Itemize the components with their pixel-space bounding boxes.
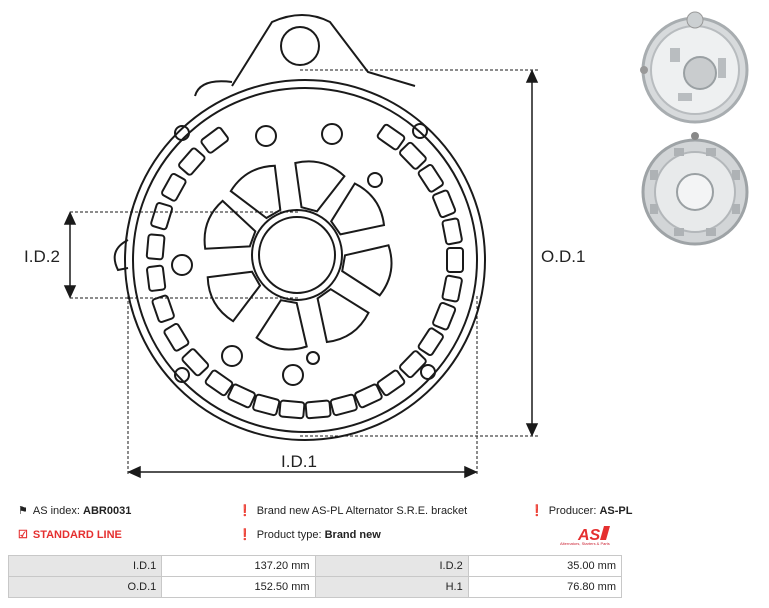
vent-slot <box>145 233 166 261</box>
vent-slot <box>417 164 444 193</box>
producer-label: Producer: <box>548 505 597 517</box>
product-photo-back[interactable] <box>630 130 760 250</box>
product-type-label: Product type: <box>256 529 322 541</box>
vent-slot <box>354 383 383 409</box>
vent-slot <box>441 217 463 246</box>
bracket-outer-rim <box>124 79 486 441</box>
info-icon: ❗ <box>530 505 544 517</box>
spec-key: H.1 <box>314 576 469 598</box>
as-index: ⚑ AS index: ABR0031 <box>18 504 131 518</box>
radial-fin <box>330 182 386 236</box>
bracket-center-bore <box>251 209 343 301</box>
svg-text:AS: AS <box>577 527 601 544</box>
vent-slot <box>150 202 174 231</box>
spec-value: 137.20 mm <box>161 555 316 577</box>
vent-slot <box>200 126 229 154</box>
vent-slot <box>304 399 332 420</box>
spec-key: I.D.2 <box>314 555 469 577</box>
vent-slot <box>163 323 190 352</box>
description-text: Brand new AS-PL Alternator S.R.E. bracke… <box>256 505 468 517</box>
radial-fin <box>203 199 257 250</box>
bracket-inner-rim <box>132 87 478 433</box>
as-index-label: AS index: <box>32 505 80 517</box>
product-type-value: Brand new <box>324 529 381 541</box>
vent-slot <box>252 393 281 417</box>
spec-key: O.D.1 <box>7 576 163 598</box>
vent-slot <box>417 327 444 356</box>
producer-value: AS-PL <box>599 505 633 517</box>
radial-fin <box>229 164 282 220</box>
vent-slot <box>446 247 464 273</box>
bracket-radial-fins <box>203 160 393 351</box>
bracket-top-lug <box>231 14 416 87</box>
vent-slot <box>146 264 167 292</box>
dimension-label-id2: I.D.2 <box>24 247 60 266</box>
specs-table: I.D.1 137.20 mm I.D.2 35.00 mm O.D.1 152… <box>7 555 623 598</box>
vent-slot <box>376 369 406 397</box>
radial-fin <box>341 244 393 297</box>
as-pl-logo: AS <box>577 526 610 544</box>
vent-slot <box>376 123 406 151</box>
spec-value: 35.00 mm <box>467 555 623 577</box>
info-icon: ❗ <box>238 529 252 541</box>
bracket-mount-hole <box>280 26 320 66</box>
vent-slot <box>278 399 306 420</box>
product-type: ❗ Product type: Brand new <box>238 528 381 542</box>
vent-slot <box>432 301 457 331</box>
spec-value: 152.50 mm <box>161 576 316 598</box>
tag-icon: ⚑ <box>18 505 28 517</box>
vent-slot <box>161 173 187 202</box>
product-line-label: STANDARD LINE <box>32 529 122 541</box>
vent-slot <box>227 383 256 409</box>
table-row: O.D.1 152.50 mm H.1 76.80 mm <box>7 576 623 598</box>
product-photo-front[interactable] <box>630 8 760 128</box>
as-index-value: ABR0031 <box>83 505 132 517</box>
bracket-vent-slots <box>145 123 464 420</box>
spec-key: I.D.1 <box>7 555 163 577</box>
vent-slot <box>432 189 457 219</box>
product-line-badge: ☑ STANDARD LINE <box>18 528 122 542</box>
vent-slot <box>441 274 463 303</box>
producer: ❗ Producer: AS-PL <box>530 504 632 518</box>
radial-fin <box>255 299 308 351</box>
vent-slot <box>151 294 175 323</box>
info-icon: ❗ <box>238 505 252 517</box>
spec-value: 76.80 mm <box>467 576 623 598</box>
vent-slot <box>204 369 234 397</box>
vent-slot <box>181 348 210 377</box>
radial-fin <box>294 160 346 213</box>
dimension-label-id1: I.D.1 <box>281 452 317 471</box>
dimension-label-od1: O.D.1 <box>541 247 585 266</box>
table-row: I.D.1 137.20 mm I.D.2 35.00 mm <box>7 555 623 577</box>
vent-slot <box>399 350 427 379</box>
vent-slot <box>178 147 206 176</box>
vent-slot <box>329 393 358 417</box>
product-description: ❗ Brand new AS-PL Alternator S.R.E. brack… <box>238 504 467 518</box>
checkbox-icon: ☑ <box>18 529 28 541</box>
radial-fin <box>316 288 370 344</box>
logo-tagline: Alternators, Starters & Parts <box>560 541 610 546</box>
bracket-technical-drawing: I.D.2 O.D.1 I.D.1 <box>24 14 585 479</box>
radial-fin <box>206 270 262 323</box>
vent-slot <box>399 141 427 170</box>
